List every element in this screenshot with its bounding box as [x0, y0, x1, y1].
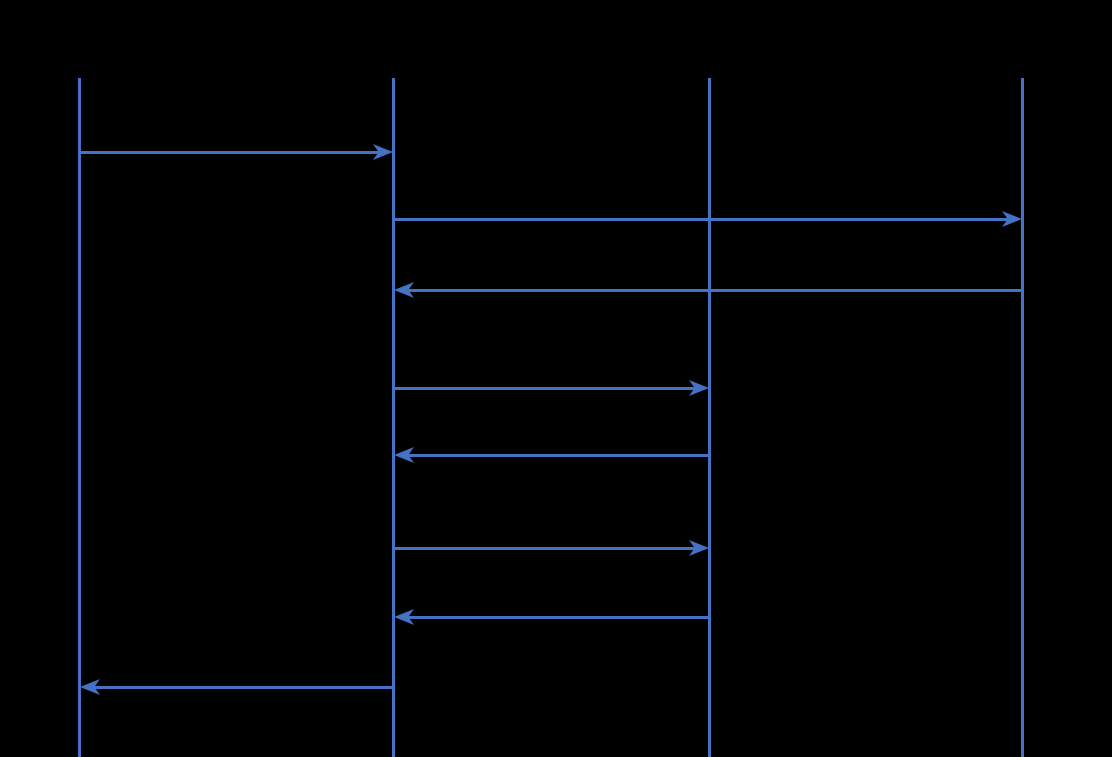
message-3-line: [408, 288, 1022, 292]
lifeline-3: [707, 78, 711, 757]
message-8-line: [94, 685, 393, 689]
message-5-line: [408, 453, 709, 457]
message-6-line: [394, 546, 695, 550]
message-7-line: [408, 615, 709, 619]
lifeline-2: [391, 78, 395, 757]
message-2-line: [394, 217, 1008, 221]
lifeline-1: [77, 78, 81, 757]
message-1-line: [80, 150, 379, 154]
lifeline-4: [1020, 78, 1024, 757]
message-4-line: [394, 386, 695, 390]
